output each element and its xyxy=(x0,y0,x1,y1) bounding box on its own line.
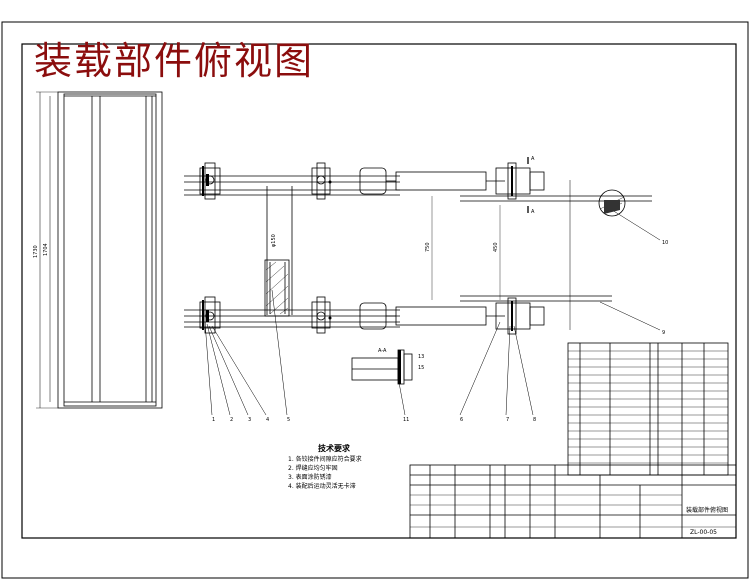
dim-overall-length: 1730 xyxy=(33,245,39,258)
cylinder-section xyxy=(264,259,290,317)
callout-2: 2 xyxy=(230,417,233,423)
end-plate-outer xyxy=(57,91,163,409)
tech-requirement-item: 3. 表面涂防锈漆 xyxy=(288,474,332,481)
section-mark-bottom: A xyxy=(531,209,535,215)
callout-8: 8 xyxy=(533,417,536,423)
title-block-drawing-number: ZL-00-05 xyxy=(690,529,717,536)
dim-diameter: φ150 xyxy=(271,234,277,247)
tech-requirement-item: 2. 焊缝应均匀牢固 xyxy=(288,465,338,472)
callout-6: 6 xyxy=(460,417,463,423)
tech-requirements-title: 技术要求 xyxy=(318,444,350,453)
tech-requirement-item: 4. 装配后运动灵活无卡滞 xyxy=(288,483,356,490)
round-bar-section xyxy=(598,189,626,217)
end-plate-rim xyxy=(63,93,157,407)
callout-right-lower: 9 xyxy=(662,330,665,336)
section-view-label: A-A xyxy=(378,348,387,354)
callout-section-left: 11 xyxy=(403,417,409,423)
callout-right-upper: 10 xyxy=(662,240,668,246)
page-title: 装载部件俯视图 xyxy=(34,39,315,83)
section-mark-top: A xyxy=(531,156,535,162)
callout-5: 5 xyxy=(287,417,290,423)
callout-1: 1 xyxy=(212,417,215,423)
callout-4: 4 xyxy=(266,417,269,423)
inner-frame xyxy=(21,43,737,539)
dim-span-mid: 750 xyxy=(425,242,431,252)
callout-7: 7 xyxy=(506,417,509,423)
tech-requirements: 技术要求 1. 各铰接件间隙应符合要求 2. 焊缝应均匀牢固 3. 表面涂防锈漆… xyxy=(288,444,362,491)
dim-span-right: 450 xyxy=(493,242,499,252)
callout-section-top: 13 xyxy=(418,354,424,360)
outer-frame xyxy=(1,21,749,579)
title-block-drawing-name: 装载部件俯视图 xyxy=(686,507,729,514)
tech-requirement-item: 1. 各铰接件间隙应符合要求 xyxy=(288,456,362,463)
callout-3: 3 xyxy=(248,417,251,423)
callout-section-bottom: 15 xyxy=(418,365,424,371)
dim-inner-length: 1704 xyxy=(43,243,49,256)
title-block xyxy=(409,464,737,539)
